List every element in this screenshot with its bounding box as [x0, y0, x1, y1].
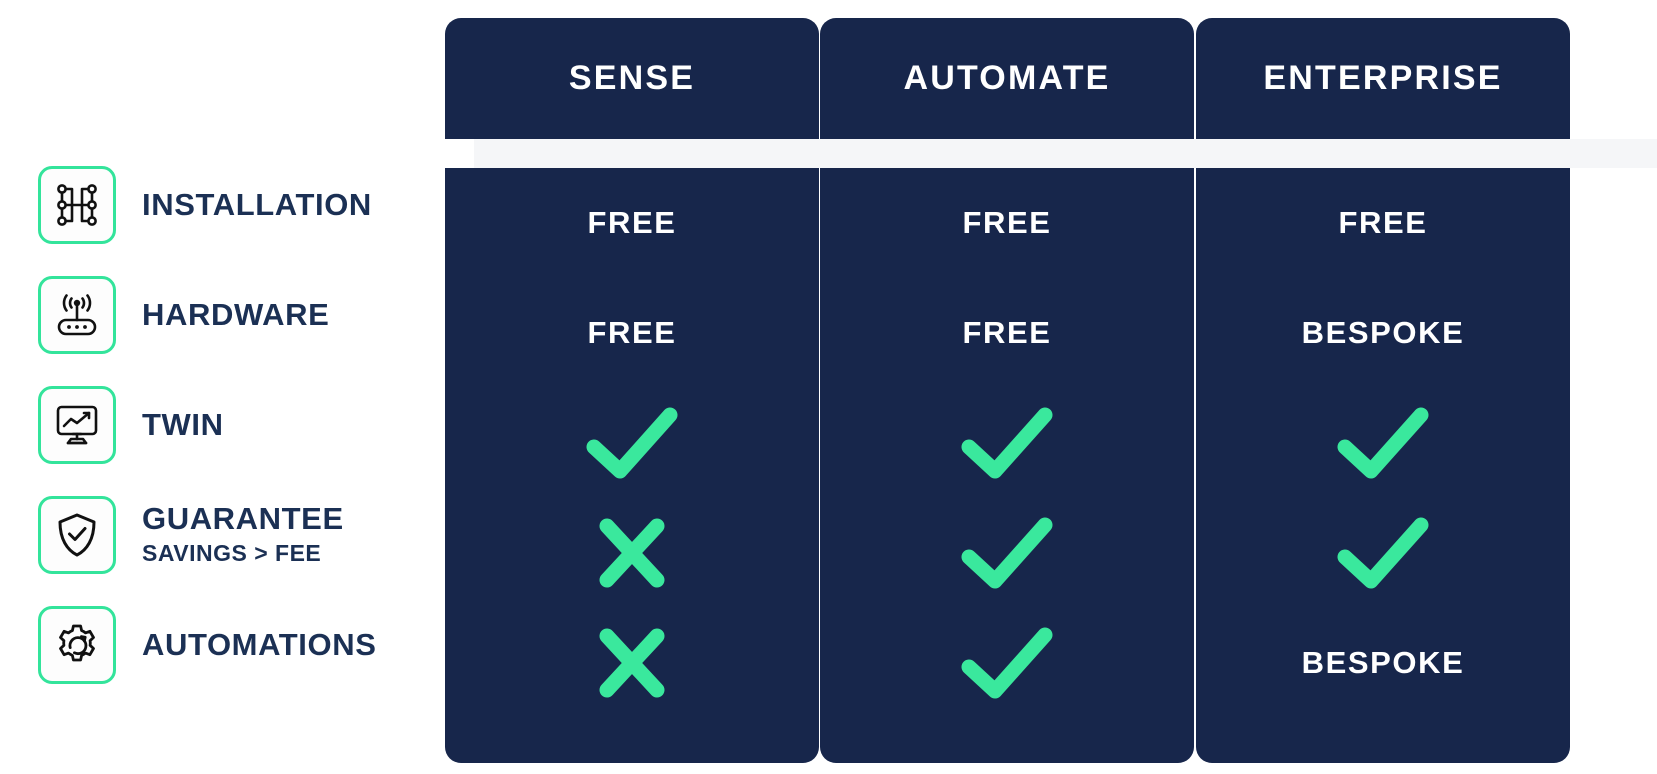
check-icon [961, 627, 1053, 699]
feature-text-installation: INSTALLATION [142, 187, 372, 223]
plan-name-automate: AUTOMATE [903, 59, 1111, 97]
icon-tile-automations [38, 606, 116, 684]
cell-automate-guarantee [820, 498, 1194, 608]
feature-label: TWIN [142, 407, 224, 443]
check-icon [1337, 517, 1429, 589]
feature-label: AUTOMATIONS [142, 627, 377, 663]
gear-refresh-icon [59, 624, 95, 662]
wifi-router-icon [57, 294, 97, 336]
shield-check-icon [58, 513, 96, 557]
plan-body-automate: FREE FREE [820, 168, 1194, 763]
cell-value-text: BESPOKE [1301, 315, 1465, 350]
plan-header-enterprise[interactable]: ENTERPRISE [1196, 18, 1570, 139]
cell-value-text: FREE [587, 205, 677, 240]
icon-tile-guarantee [38, 496, 116, 574]
cell-automate-hardware: FREE [820, 278, 1194, 388]
cell-enterprise-twin [1196, 388, 1570, 498]
plan-header-automate[interactable]: AUTOMATE [820, 18, 1194, 139]
feature-row-guarantee[interactable]: GUARANTEE SAVINGS > FEE [38, 494, 344, 576]
monitor-chart-icon [56, 405, 98, 445]
check-icon [961, 517, 1053, 589]
header-body-separator-band [474, 139, 1657, 168]
cross-icon [599, 628, 665, 698]
feature-text-guarantee: GUARANTEE SAVINGS > FEE [142, 502, 344, 567]
feature-label: HARDWARE [142, 297, 330, 333]
check-icon [1337, 407, 1429, 479]
cell-sense-hardware: FREE [445, 278, 819, 388]
feature-sublabel: SAVINGS > FEE [142, 539, 322, 566]
feature-label: GUARANTEE [142, 501, 344, 537]
cell-value-text: FREE [962, 315, 1052, 350]
plan-name-sense: SENSE [568, 59, 696, 97]
cell-sense-twin [445, 388, 819, 498]
cell-value-text: FREE [1338, 205, 1428, 240]
check-icon [586, 407, 678, 479]
cell-automate-installation: FREE [820, 168, 1194, 278]
check-icon [961, 407, 1053, 479]
cell-automate-automations [820, 608, 1194, 718]
feature-text-automations: AUTOMATIONS [142, 627, 377, 663]
feature-rail: INSTALLATION [0, 0, 445, 774]
cell-value-text: BESPOKE [1301, 645, 1465, 680]
cell-enterprise-automations: BESPOKE [1196, 608, 1570, 718]
feature-label: INSTALLATION [142, 187, 372, 223]
cell-enterprise-guarantee [1196, 498, 1570, 608]
feature-row-installation[interactable]: INSTALLATION [38, 164, 372, 246]
network-nodes-icon [57, 184, 97, 226]
icon-tile-twin [38, 386, 116, 464]
plan-name-enterprise: ENTERPRISE [1263, 59, 1503, 97]
cell-automate-twin [820, 388, 1194, 498]
cell-sense-installation: FREE [445, 168, 819, 278]
plan-header-sense[interactable]: SENSE [445, 18, 819, 139]
plan-body-enterprise: FREE BESPOKE BESPOKE [1196, 168, 1570, 763]
cell-value-text: FREE [962, 205, 1052, 240]
cell-sense-automations [445, 608, 819, 718]
cell-value-text: FREE [587, 315, 677, 350]
plan-body-sense: FREE FREE [445, 168, 819, 763]
feature-row-twin[interactable]: TWIN [38, 384, 224, 466]
icon-tile-installation [38, 166, 116, 244]
cross-icon [599, 518, 665, 588]
feature-row-hardware[interactable]: HARDWARE [38, 274, 329, 356]
cell-enterprise-installation: FREE [1196, 168, 1570, 278]
feature-text-hardware: HARDWARE [142, 297, 330, 333]
feature-text-twin: TWIN [142, 407, 224, 443]
feature-row-automations[interactable]: AUTOMATIONS [38, 604, 377, 686]
icon-tile-hardware [38, 276, 116, 354]
cell-sense-guarantee [445, 498, 819, 608]
cell-enterprise-hardware: BESPOKE [1196, 278, 1570, 388]
